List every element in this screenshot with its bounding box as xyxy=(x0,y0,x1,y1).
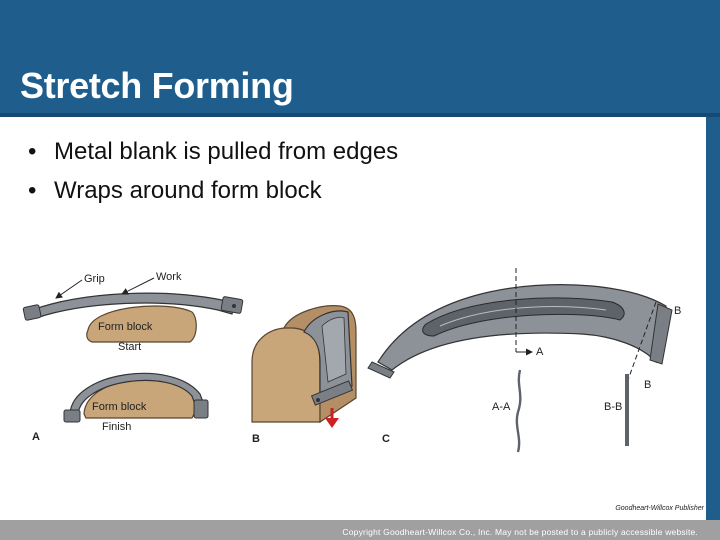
grip-label: Grip xyxy=(84,273,105,285)
channel-highlight xyxy=(439,306,607,327)
form-block-label-finish: Form block xyxy=(92,401,147,413)
section-aa-profile xyxy=(515,369,522,453)
clamp-bar xyxy=(310,380,354,406)
panel-c: A A-A B B B-B C xyxy=(367,268,681,453)
figure-credit: Goodheart-Willcox Publisher xyxy=(615,505,704,512)
bullet-list: Metal blank is pulled from edges Wraps a… xyxy=(28,132,398,210)
grip-arrow xyxy=(55,279,83,299)
part-end-left xyxy=(367,361,395,379)
work-arrow xyxy=(121,277,155,295)
section-b-marker-bottom: B xyxy=(644,379,651,391)
section-b-line xyxy=(627,301,657,381)
bullet-item: Wraps around form block xyxy=(28,171,398,210)
panel-a: Grip Work Form block Start Form block Fi… xyxy=(22,271,244,443)
clamp-bolt xyxy=(316,398,320,402)
section-a-marker: A xyxy=(536,346,544,358)
form-block-label-start: Form block xyxy=(98,321,153,333)
panel-b-letter: B xyxy=(252,433,260,445)
section-aa-label: A-A xyxy=(492,401,511,413)
grip-bolt xyxy=(232,304,236,308)
press-arrow-icon xyxy=(325,418,339,428)
form-block-start xyxy=(86,305,197,343)
bullet-item: Metal blank is pulled from edges xyxy=(28,132,398,171)
sheet-rib xyxy=(321,316,347,383)
footer-bar xyxy=(0,520,720,540)
section-bb-profile xyxy=(625,374,629,446)
sheet-start xyxy=(31,292,235,319)
stretch-forming-figure: Grip Work Form block Start Form block Fi… xyxy=(22,268,681,453)
grip-left-start xyxy=(22,304,42,321)
panel-b: B xyxy=(251,305,357,445)
title-band-edge xyxy=(0,113,720,117)
panel-c-letter: C xyxy=(382,433,390,445)
title-band xyxy=(0,0,720,117)
part-end-right xyxy=(649,303,673,365)
form-block-3d-front xyxy=(251,327,321,423)
finish-label: Finish xyxy=(102,421,131,433)
work-label: Work xyxy=(156,271,182,283)
formed-part xyxy=(377,284,667,371)
footer-copyright: Copyright Goodheart-Willcox Co., Inc. Ma… xyxy=(342,527,698,537)
slide-title: Stretch Forming xyxy=(20,65,294,106)
section-bb-label: B-B xyxy=(604,401,622,413)
grip-right-finish xyxy=(193,399,209,419)
section-b-marker-top: B xyxy=(674,305,681,317)
grip-right-start xyxy=(220,296,244,314)
right-edge-bar xyxy=(706,117,720,520)
grip-left-finish xyxy=(63,409,81,423)
start-label: Start xyxy=(118,341,141,353)
panel-a-letter: A xyxy=(32,431,40,443)
